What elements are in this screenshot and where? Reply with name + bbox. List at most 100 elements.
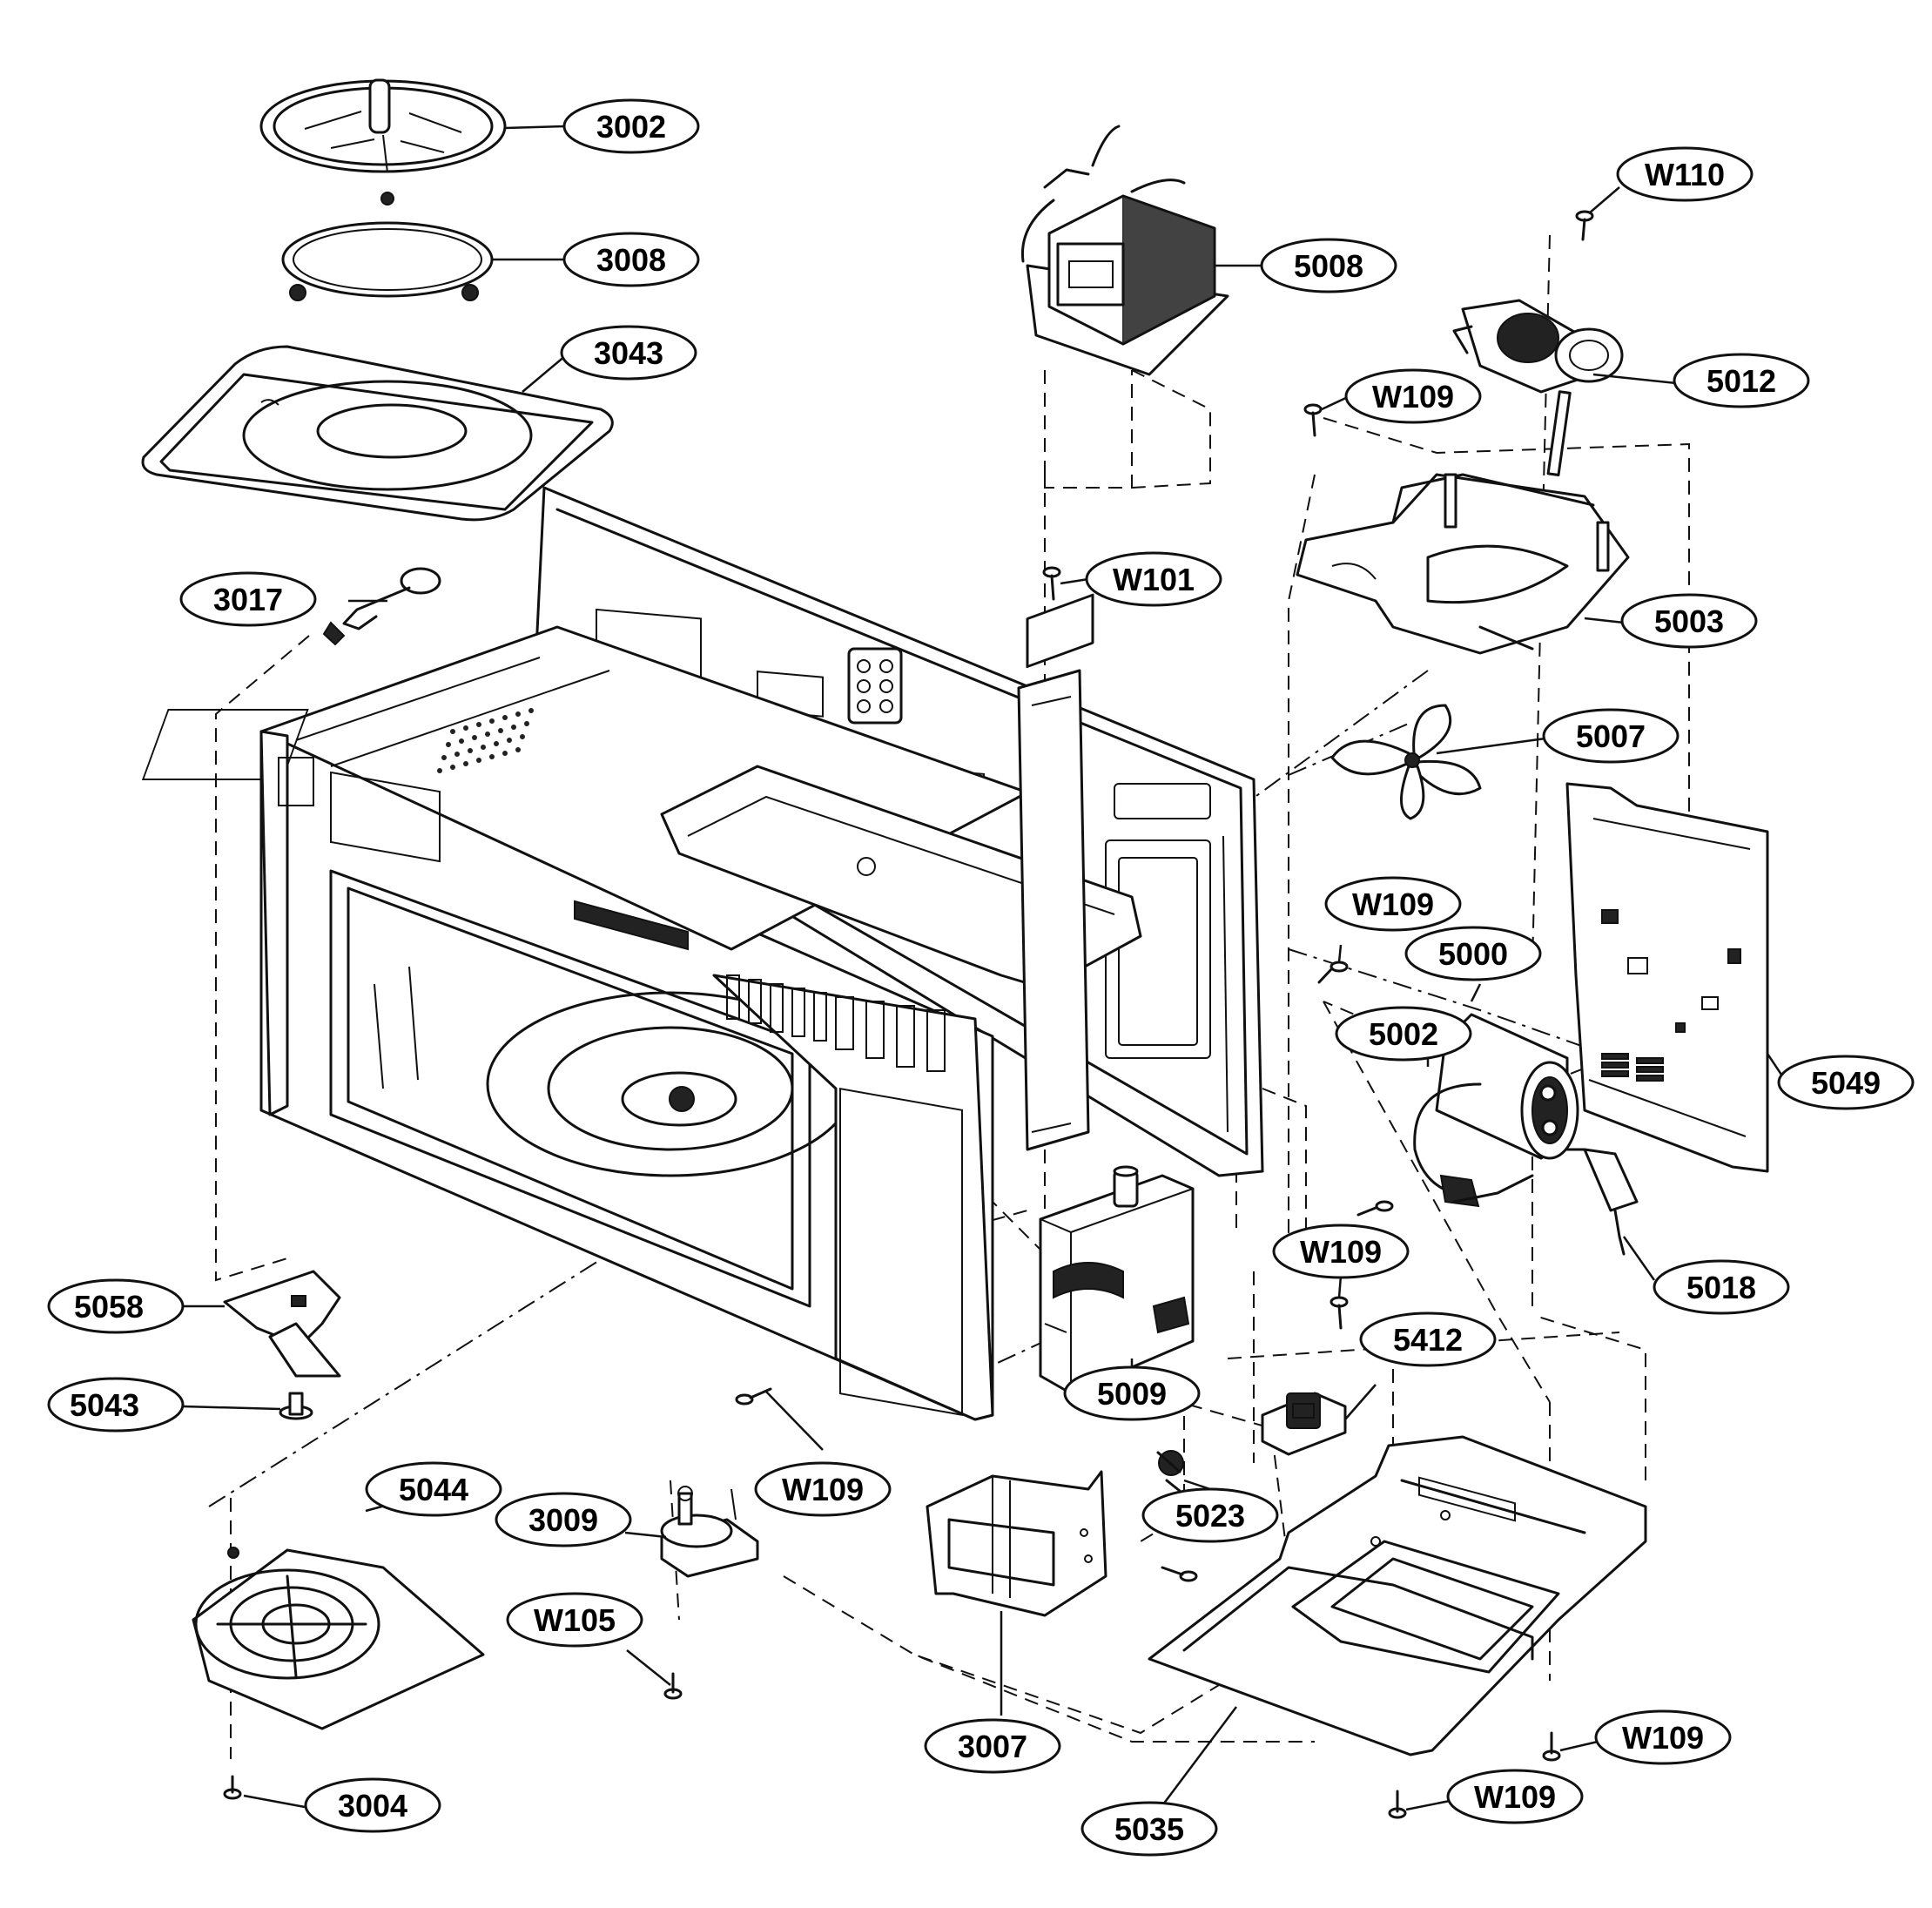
vent-slots — [1601, 1053, 1664, 1082]
callout-3009: 3009 — [495, 1492, 632, 1547]
callout-5043: 5043 — [47, 1377, 185, 1433]
svg-text:3009: 3009 — [528, 1502, 598, 1538]
turntable-motor — [660, 1486, 759, 1578]
screw-icon — [1388, 1790, 1407, 1819]
svg-text:W110: W110 — [1645, 157, 1725, 192]
callout-5012: 5012 — [1673, 353, 1810, 408]
control-slots — [726, 974, 946, 1072]
svg-text:5023: 5023 — [1175, 1498, 1245, 1534]
callout-3043: 3043 — [560, 325, 697, 381]
svg-text:W109: W109 — [1622, 1720, 1704, 1756]
screw-icon — [663, 1672, 683, 1700]
callout-3004: 3004 — [304, 1777, 441, 1833]
callout-W105: W105 — [506, 1592, 643, 1648]
door-latch-lever — [322, 567, 441, 646]
svg-text:3002: 3002 — [596, 109, 666, 145]
callout-W109-right: W109 — [1324, 876, 1462, 932]
svg-text:5018: 5018 — [1686, 1270, 1756, 1305]
svg-text:3007: 3007 — [958, 1729, 1027, 1764]
thermal-sensor — [1156, 1450, 1184, 1493]
noise-filter — [1261, 1392, 1347, 1456]
screw-icon — [1042, 566, 1061, 601]
svg-text:5044: 5044 — [399, 1472, 468, 1507]
callout-W109-mid: W109 — [1272, 1224, 1410, 1279]
svg-text:5008: 5008 — [1294, 248, 1363, 284]
callout-W109-top: W109 — [1344, 368, 1482, 424]
svg-text:W109: W109 — [1372, 379, 1454, 415]
base-plate — [1148, 1435, 1647, 1756]
callout-5007: 5007 — [1542, 708, 1680, 764]
callout-5000: 5000 — [1404, 926, 1542, 981]
vent-grille — [437, 708, 534, 773]
callout-3008: 3008 — [562, 232, 700, 287]
screws — [223, 210, 1594, 1819]
svg-text:5002: 5002 — [1369, 1016, 1438, 1052]
air-duct-cover — [926, 1470, 1107, 1617]
svg-text:W101: W101 — [1113, 562, 1195, 597]
high-voltage-capacitor — [1435, 1013, 1579, 1160]
callouts: 3002 3008 3043 3017 5008 W110 W109 5012 … — [47, 98, 1915, 1857]
svg-text:W109: W109 — [1352, 887, 1434, 922]
callout-W109-base-right: W109 — [1594, 1709, 1732, 1765]
magnetron — [1039, 1165, 1195, 1395]
screw-icon — [1542, 1731, 1561, 1762]
screw-icon — [1317, 961, 1349, 984]
svg-text:5003: 5003 — [1654, 603, 1724, 639]
svg-text:3043: 3043 — [594, 335, 663, 371]
stirrer-coupler — [279, 1392, 313, 1420]
callout-3007: 3007 — [924, 1718, 1061, 1774]
callout-W110: W110 — [1616, 146, 1754, 202]
svg-text:5058: 5058 — [74, 1289, 144, 1325]
callout-5002: 5002 — [1335, 1006, 1472, 1062]
callout-5009: 5009 — [1063, 1365, 1201, 1421]
stirrer-fan — [223, 1270, 341, 1378]
svg-text:3004: 3004 — [338, 1788, 407, 1824]
svg-text:W109: W109 — [1474, 1779, 1556, 1815]
screw-icon — [1356, 1200, 1394, 1217]
callout-5003: 5003 — [1620, 593, 1758, 649]
cooking-tray — [141, 345, 614, 522]
callout-3002: 3002 — [562, 98, 700, 154]
svg-text:W109: W109 — [782, 1472, 864, 1507]
callout-W109-chassis: W109 — [754, 1461, 892, 1517]
callout-5049: 5049 — [1777, 1055, 1915, 1110]
svg-text:W105: W105 — [534, 1602, 616, 1638]
svg-text:5009: 5009 — [1097, 1376, 1167, 1412]
side-mounting-plate — [1565, 782, 1769, 1173]
high-voltage-diode — [1413, 1082, 1534, 1208]
svg-text:5043: 5043 — [70, 1387, 139, 1423]
callout-5412: 5412 — [1359, 1311, 1497, 1367]
wave-guide-bracket — [1017, 669, 1090, 1151]
svg-text:5000: 5000 — [1438, 936, 1508, 972]
svg-text:5012: 5012 — [1706, 363, 1776, 399]
turntable-tray — [259, 78, 507, 173]
svg-text:3008: 3008 — [596, 242, 666, 278]
svg-text:5412: 5412 — [1393, 1322, 1463, 1358]
callout-5035: 5035 — [1080, 1801, 1218, 1857]
callout-3017: 3017 — [179, 571, 317, 627]
leader-lines — [182, 125, 1787, 1812]
fuse-holder — [1565, 1148, 1639, 1256]
screw-icon — [1161, 1566, 1198, 1582]
svg-text:5035: 5035 — [1114, 1811, 1184, 1847]
screw-icon — [735, 1387, 772, 1406]
fan-blade — [1330, 704, 1482, 820]
callout-5023: 5023 — [1141, 1487, 1279, 1543]
roller-ring — [281, 192, 494, 301]
fan-housing — [1296, 473, 1630, 655]
svg-text:3017: 3017 — [213, 582, 283, 617]
callout-5058: 5058 — [47, 1278, 185, 1334]
stirrer-cover — [192, 1547, 485, 1730]
callout-W109-base-bottom: W109 — [1446, 1769, 1584, 1824]
fan-motor — [1452, 299, 1624, 476]
svg-text:W109: W109 — [1300, 1234, 1382, 1270]
screw-icon — [1330, 1296, 1349, 1330]
callout-W101: W101 — [1085, 551, 1222, 607]
callout-5044: 5044 — [365, 1461, 502, 1517]
callout-5018: 5018 — [1653, 1259, 1790, 1315]
high-voltage-transformer — [1020, 125, 1229, 376]
screw-icon — [223, 1775, 242, 1800]
svg-text:5049: 5049 — [1811, 1065, 1881, 1101]
callout-5008: 5008 — [1260, 238, 1397, 293]
